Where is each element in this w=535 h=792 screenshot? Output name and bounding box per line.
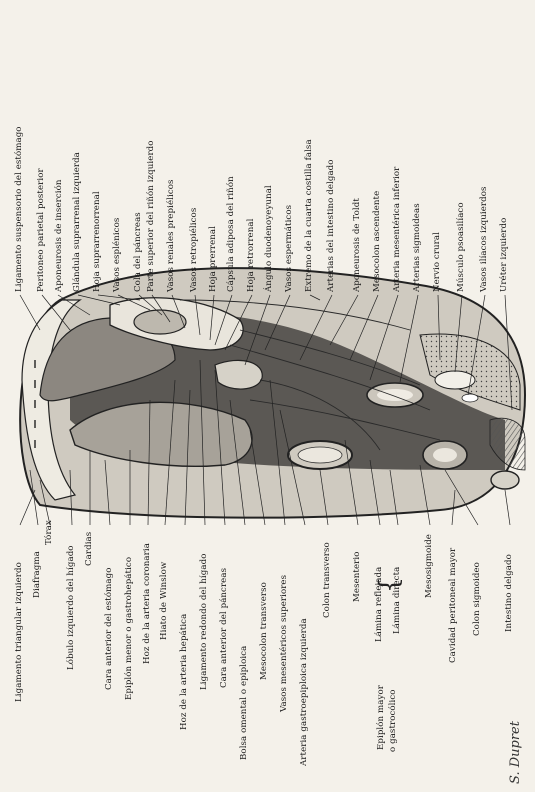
epiplon-brace: { bbox=[376, 577, 402, 594]
label-mesocolon-transverso: Mesocolon transverso bbox=[259, 582, 269, 680]
label-vasos-renales: Vasos renales prepiélicos bbox=[166, 179, 176, 292]
label-hoja-suprarrenorrenal: Hoja suprarrenorrenal bbox=[92, 191, 102, 292]
label-glandula-suprarrenal: Glándula suprarrenal izquierda bbox=[72, 152, 82, 292]
label-vasos-retropielicos: Vasos retropiélicos bbox=[189, 208, 199, 292]
label-cola-pancreas: Cola del páncreas bbox=[133, 212, 143, 292]
label-parte-superior-rinon: Parte superior del riñón izquierdo bbox=[146, 140, 156, 292]
label-hoz-arteria-coronaria: Hoz de la arteria coronaria bbox=[142, 543, 152, 664]
label-aponeurosis-toldt: Aponeurosis de Toldt bbox=[352, 198, 362, 292]
label-capsula-adiposa: Cápsula adiposa del riñón bbox=[226, 176, 236, 292]
label-torax: Tórax bbox=[44, 520, 54, 545]
label-nervio-crural: Nervio crural bbox=[432, 232, 442, 292]
label-lobulo-izquierdo: Lóbulo izquierdo del hígado bbox=[66, 545, 76, 670]
label-bolsa-omental: Bolsa omental o epiploica bbox=[239, 646, 249, 760]
label-cara-anterior-pancreas: Cara anterior del páncreas bbox=[219, 568, 229, 688]
label-angulo-duodenoyeyunal: Ángulo duodenoyeyunal bbox=[264, 185, 274, 292]
label-colon-sigmoideo: Colon sigmoideo bbox=[472, 562, 482, 636]
label-arterias-intestino: Arterias del intestino delgado bbox=[326, 159, 336, 292]
label-ligamento-suspensorio: Ligamento suspensorio del estómago bbox=[14, 126, 24, 292]
label-epiplon-menor: Epiplón menor o gastrohepático bbox=[124, 557, 134, 700]
label-vasos-iliacos: Vasos ilíacos izquierdos bbox=[479, 186, 489, 292]
label-ligamento-triangular: Ligamento triangular izquierdo bbox=[14, 562, 24, 702]
duodenojejunal-flexure bbox=[215, 360, 262, 389]
label-hiato-winslow: Hiato de Winslow bbox=[159, 562, 169, 640]
label-vasos-mesentericos: Vasos mesentéricos superiores bbox=[279, 575, 289, 712]
label-vasos-esplenicos: Vasos esplénicos bbox=[112, 218, 122, 292]
label-cardias: Cardias bbox=[84, 532, 94, 566]
label-arteria-mesenterica-inferior: Arteria mesentérica inferior bbox=[392, 167, 402, 292]
artist-signature: S. Dupret bbox=[508, 721, 523, 784]
label-peritoneo-parietal: Peritoneo parietal posterior bbox=[36, 168, 46, 292]
label-cara-anterior-estomago: Cara anterior del estómago bbox=[104, 568, 114, 690]
label-ureter-izquierdo: Uréter izquierdo bbox=[499, 218, 509, 292]
label-hoz-arteria-hepatica: Hoz de la arteria hepática bbox=[179, 614, 189, 730]
label-hoja-prerrenal: Hoja prerrenal bbox=[208, 226, 218, 292]
label-arteria-gastroepiploica: Arteria gastroepiploica izquierda bbox=[299, 618, 309, 766]
label-hoja-retrorrenal: Hoja retrorrenal bbox=[246, 219, 256, 292]
label-ligamento-redondo: Ligamento redondo del hígado bbox=[199, 554, 209, 690]
label-cavidad-peritoneal: Cavidad peritoneal mayor bbox=[448, 548, 458, 663]
label-arterias-sigmoideas: Arterias sigmoideas bbox=[412, 203, 422, 292]
label-mesocolon-ascendente: Mesocolon ascendente bbox=[372, 191, 382, 292]
label-mesenterio: Mesenterio bbox=[352, 552, 362, 603]
label-diafragma: Diafragma bbox=[32, 551, 42, 598]
label-epiplon-mayor: Epiplón mayor bbox=[376, 685, 386, 750]
label-intestino-delgado: Intestino delgado bbox=[504, 554, 514, 632]
label-musculo-psoasiliaco: Músculo psoasilíaco bbox=[456, 202, 466, 292]
label-extremo-costilla: Extremo de la cuarta costilla falsa bbox=[304, 139, 314, 292]
small-intestine bbox=[491, 471, 519, 489]
label-vasos-espermaticos: Vasos espermáticos bbox=[284, 205, 294, 292]
label-gastrocolico: o gastrocólico bbox=[388, 689, 398, 752]
label-colon-transverso: Colon transverso bbox=[322, 542, 332, 618]
label-mesosigmoide: Mesosigmoide bbox=[424, 534, 434, 598]
label-aponeurosis-insercion: Aponeurosis de inserción bbox=[54, 180, 64, 293]
